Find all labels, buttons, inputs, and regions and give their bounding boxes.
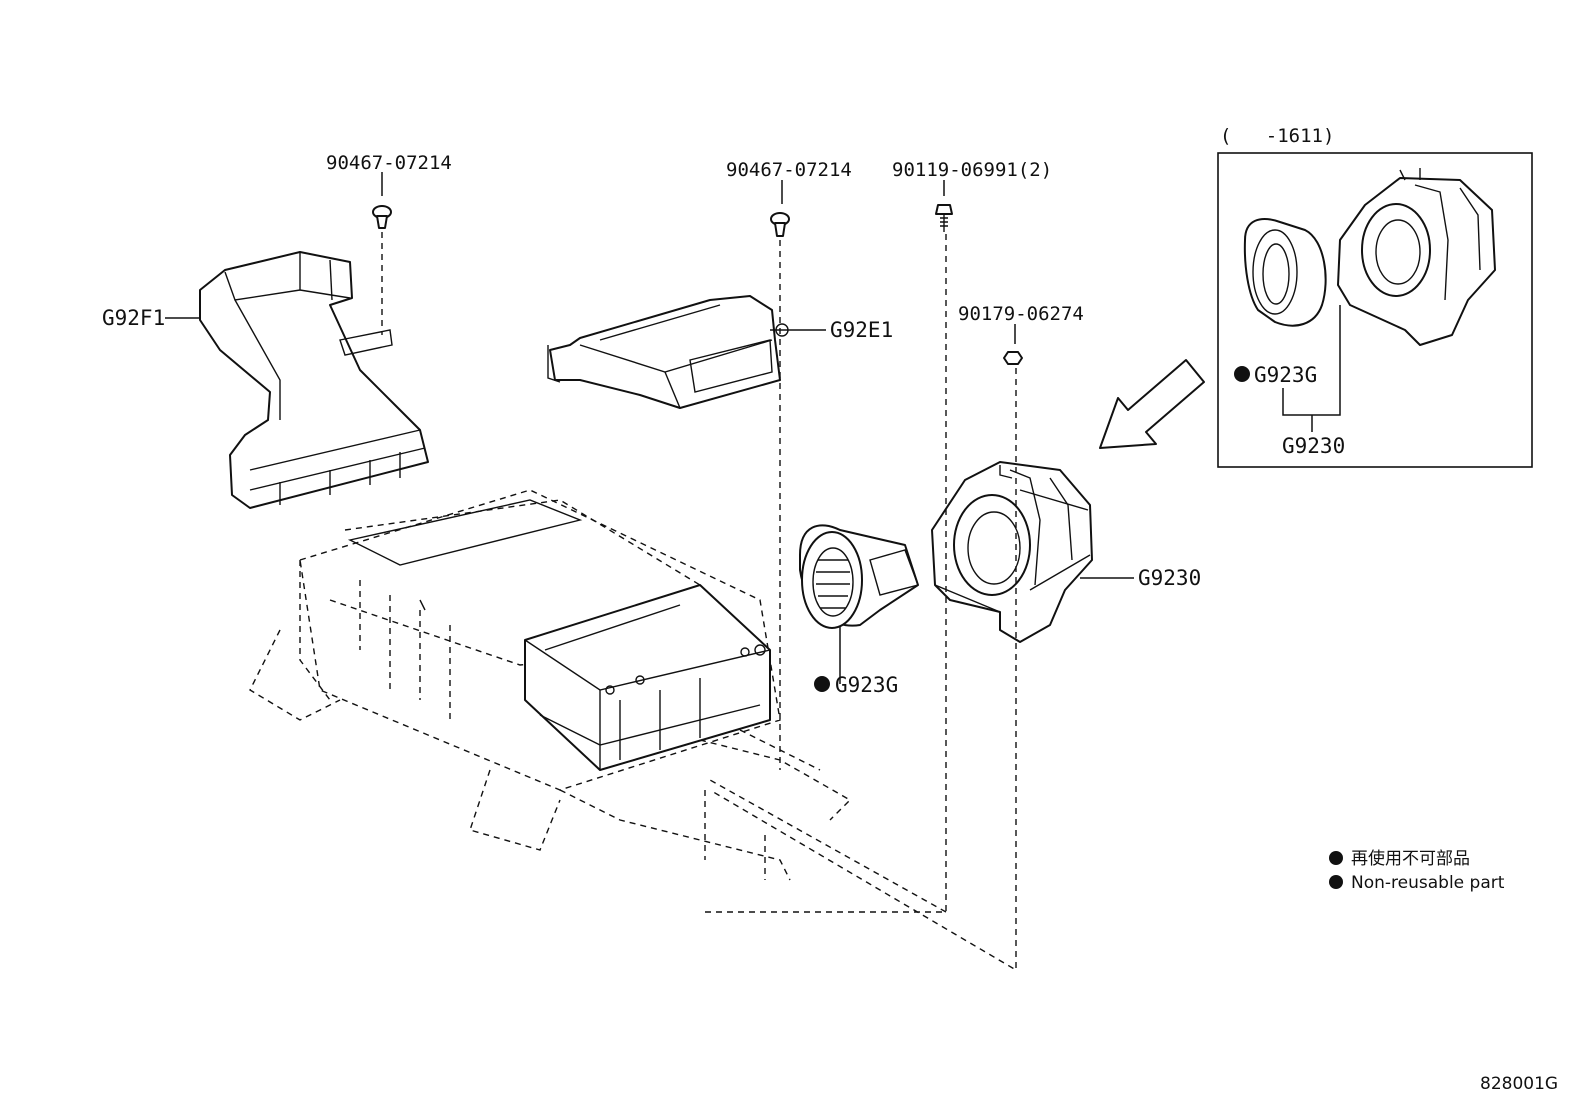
label-clip-mid: 90467-07214: [726, 159, 852, 181]
guide-lines: [381, 232, 1017, 972]
inset-seal-g923g: [1243, 218, 1327, 327]
label-seal-main: G923G: [835, 673, 898, 697]
legend: 再使用不可部品 Non-reusable part: [1329, 848, 1505, 893]
inset-frame: [1217, 152, 1533, 468]
label-bolt: 90119-06991(2): [892, 159, 1052, 181]
non-reusable-marker-inset: [1234, 366, 1250, 382]
clip-left: [372, 205, 392, 229]
non-reusable-marker-main: [814, 676, 830, 692]
duct-g92f1: [199, 251, 429, 509]
label-nut: 90179-06274: [958, 303, 1084, 325]
battery-pack: [249, 489, 852, 881]
label-duct-left: G92F1: [102, 306, 165, 330]
leader-lines: [165, 172, 1341, 684]
label-blower-inset: G9230: [1282, 434, 1345, 458]
duct-g92e1: [547, 295, 781, 409]
legend-marker-jp: [1329, 851, 1343, 865]
legend-jp: 再使用不可部品: [1351, 848, 1470, 869]
blower-g9230: [931, 461, 1093, 643]
direction-arrow: [1099, 359, 1205, 449]
label-blower-main: G9230: [1138, 566, 1201, 590]
seal-g923g: [799, 524, 919, 629]
label-clip-left: 90467-07214: [326, 152, 452, 174]
label-seal-inset: G923G: [1254, 363, 1317, 387]
inset-blower-g9230: [1337, 168, 1496, 346]
label-inset-range: ( -1611): [1220, 125, 1334, 147]
legend-en: Non-reusable part: [1351, 873, 1505, 893]
legend-marker-en: [1329, 875, 1343, 889]
nut: [1003, 351, 1023, 365]
figure-id: 828001G: [1480, 1074, 1558, 1094]
clip-mid: [770, 212, 790, 237]
label-duct-mid: G92E1: [830, 318, 893, 342]
bolt: [935, 204, 953, 232]
